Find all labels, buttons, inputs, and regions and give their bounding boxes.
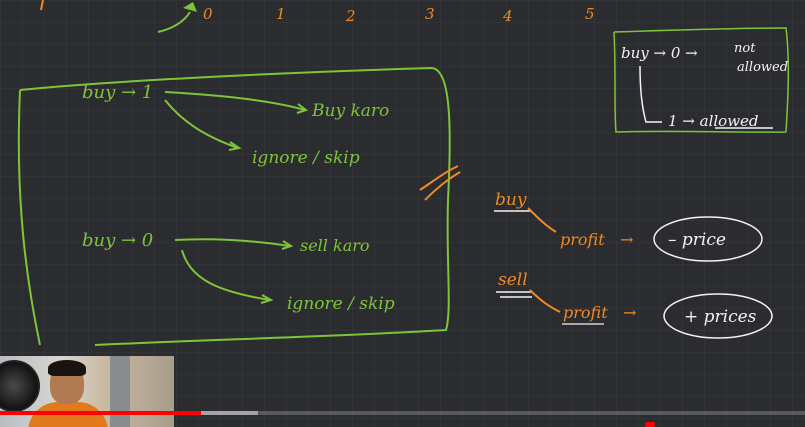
video-progress-bar[interactable] [0,411,805,415]
legend-allowed: allowed [737,60,788,75]
arrow-buy0-b [181,249,271,301]
state-box-outline [17,66,451,346]
state-buy0-option-b: ignore / skip [287,294,395,314]
legend-not: not [734,41,756,56]
legend-box-outline [613,27,790,133]
number-line-5: 5 [585,5,595,23]
profit-sell-profit: profit [563,303,608,322]
number-line-2: 2 [345,7,356,25]
state-buy0-label: buy → 0 [82,230,153,251]
arrow-buy1-a [164,91,306,111]
legend-arrow [639,65,662,123]
state-buy1-option-a: Buy karo [311,101,389,121]
profit-sell-result: + prices [684,307,757,327]
background-shelf [110,356,130,427]
state-buy1-option-b: ignore / skip [252,148,360,168]
svg-text:→: → [623,303,636,322]
tick-mark [40,0,44,11]
number-line-1: 1 [276,5,286,23]
arrow-buy1-b [164,99,239,149]
profit-buy-label: buy [495,190,527,210]
legend-line2: 1 → allowed [668,112,759,130]
arrow-buy0-a [174,238,291,247]
number-line-3: 3 [425,5,435,23]
orange-slash-mark [419,165,461,201]
state-buy1-label: buy → 1 [82,82,153,103]
profit-sell-label: sell [498,270,528,290]
svg-text:→: → [620,230,633,249]
webcam-feed [0,356,174,427]
legend-line1: buy → 0 → [621,44,698,62]
profit-buy-result: – price [668,230,726,250]
result-ellipse-sell [663,293,773,339]
presenter-hair [48,360,86,376]
number-line-0: 0 [203,5,213,23]
result-ellipse-buy [653,216,763,262]
player-logo-icon [645,422,655,427]
profit-buy-profit: profit [560,230,605,249]
number-line-4: 4 [502,7,513,25]
softbox-light [0,360,40,412]
state-buy0-option-a: sell karo [300,236,370,255]
number-line-stroke [157,11,191,33]
pen-cursor-icon [183,2,197,12]
progress-played [0,411,202,415]
